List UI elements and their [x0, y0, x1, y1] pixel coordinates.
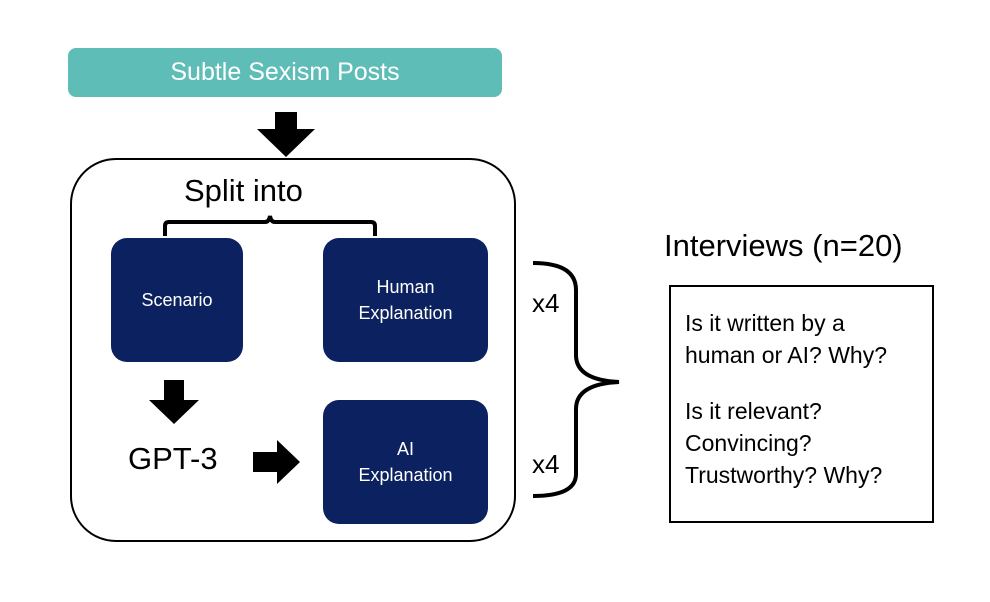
- down-arrow-scenario-to-gpt: [149, 380, 199, 424]
- split-into-label: Split into: [184, 173, 303, 208]
- ai-explanation-label-line1: AI: [396, 439, 414, 459]
- down-arrow-top: [257, 112, 315, 157]
- interviews-title: Interviews (n=20): [664, 228, 903, 263]
- ai-explanation-box: AI Explanation: [323, 400, 488, 524]
- subtle-sexism-posts-label: Subtle Sexism Posts: [170, 58, 400, 86]
- human-explanation-label-line2: Explanation: [358, 303, 453, 323]
- curly-brace: [532, 261, 620, 498]
- human-explanation-label-line1: Human: [376, 277, 435, 297]
- multiplier-lower: x4: [532, 449, 560, 479]
- interview-questions-box: Is it written by a human or AI? Why? Is …: [669, 285, 934, 523]
- ai-explanation-label-line2: Explanation: [358, 465, 453, 485]
- gpt3-label: GPT-3: [128, 441, 218, 476]
- interview-question-1: Is it written by a human or AI? Why?: [685, 310, 887, 368]
- subtle-sexism-posts-box: Subtle Sexism Posts: [68, 48, 502, 97]
- split-container: [70, 158, 516, 542]
- interview-question-2: Is it relevant? Convincing? Trustworthy?…: [685, 398, 883, 488]
- scenario-label: Scenario: [141, 290, 213, 310]
- split-bracket: [163, 215, 377, 236]
- right-arrow-gpt-to-ai: [253, 440, 300, 484]
- scenario-box: Scenario: [111, 238, 243, 362]
- multiplier-upper: x4: [532, 288, 560, 318]
- human-explanation-box: Human Explanation: [323, 238, 488, 362]
